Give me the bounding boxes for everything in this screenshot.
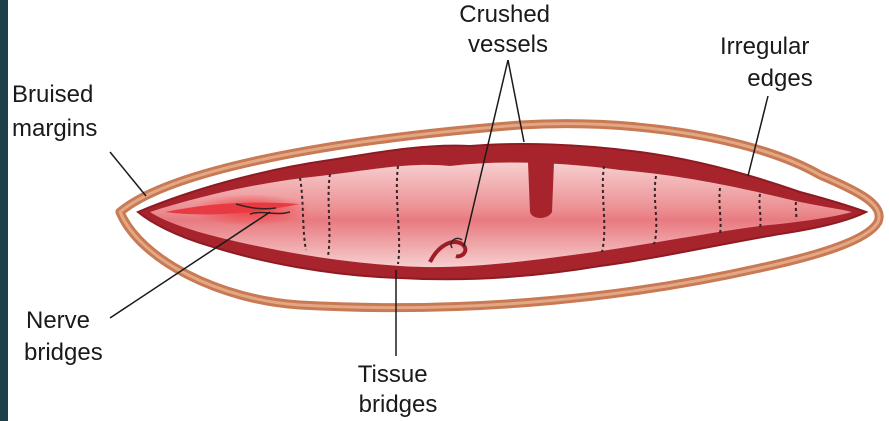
label-crushed-vessels: Crushed vessels [459,1,556,58]
label-tissue-bridges-line2: bridges [359,391,438,418]
label-crushed-vessels-line1: Crushed [459,1,550,28]
label-nerve-bridges-line2: bridges [24,339,103,366]
label-tissue-bridges-line1: Tissue [358,361,428,388]
label-irregular-edges-line2: edges [747,65,812,92]
label-nerve-bridges: Nerve bridges [24,307,103,366]
crushed-vessel-notch [528,162,554,218]
label-bruised-margins-line2: margins [12,115,97,142]
label-nerve-bridges-line1: Nerve [26,307,90,334]
label-crushed-vessels-line2: vessels [468,31,548,58]
leader-irregular-edges [748,96,768,176]
label-bruised-margins-line1: Bruised [12,81,93,108]
label-tissue-bridges: Tissue bridges [358,361,438,418]
leader-bruised-margins [110,152,146,196]
label-irregular-edges-line1: Irregular [720,33,809,60]
label-irregular-edges: Irregular edges [720,33,816,92]
label-bruised-margins: Bruised margins [12,81,100,142]
